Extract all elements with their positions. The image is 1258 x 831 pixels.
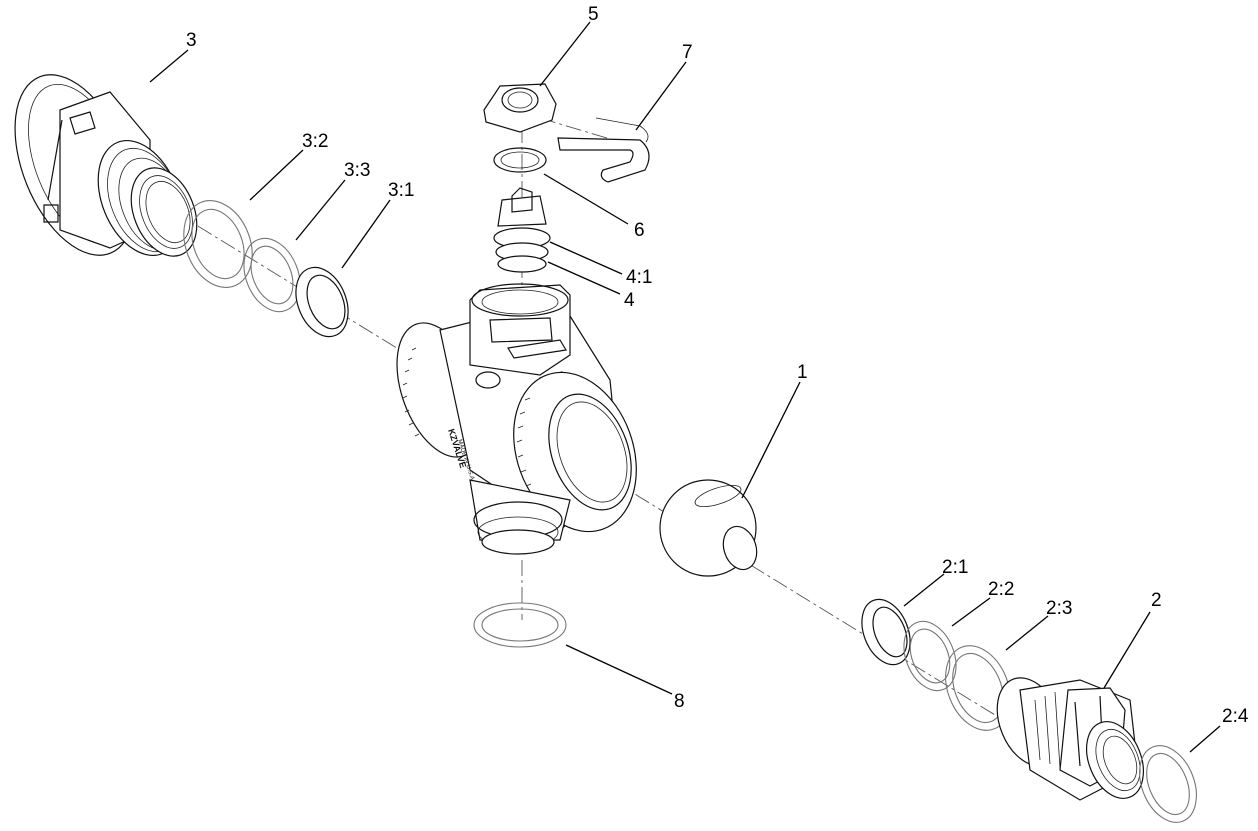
ball [659,479,758,577]
leader-4-1 [549,241,623,275]
callout-4: 4 [624,290,635,311]
part-3-2-gasket [183,200,253,288]
part-3-3-gasket [243,237,301,313]
callout-6: 6 [634,220,645,241]
part-8-oring [473,602,567,648]
leader-8 [565,644,673,695]
part-6-oring [493,147,547,173]
callout-3: 3 [186,30,197,51]
part-7-clip [557,117,650,183]
leader-3-2 [249,149,304,201]
leader-6 [543,173,629,225]
callout-1: 1 [797,362,808,383]
callout-4-1: 4:1 [626,267,652,288]
callout-2-2: 2:2 [988,579,1014,600]
part-3-1-seal [295,266,349,338]
callout-8: 8 [674,691,685,712]
part-2-adapter [996,677,1144,801]
leader-2-4 [1189,725,1221,753]
callout-3-1: 3:1 [388,180,414,201]
callout-5: 5 [588,4,599,25]
part-2-2-gasket [903,620,957,692]
callout-2-1: 2:1 [942,557,968,578]
callout-2-4: 2:4 [1222,706,1249,727]
leader-1 [741,381,801,499]
part-3-end-connector [14,74,198,257]
leader-4 [547,261,621,295]
leader-5 [539,21,591,87]
callout-7: 7 [682,42,693,63]
part-2-4-washer [1139,745,1197,823]
leader-2-1 [903,573,945,607]
part-4-stem [493,187,551,273]
part-2-1-seal [861,598,911,666]
leader-7 [635,61,687,131]
part-1-valve-body: KZVALVE MADE IN U.S.A. [396,283,637,555]
leader-2-2 [951,597,991,627]
callout-labels: 3 3:2 3:3 3:1 5 7 6 4:1 4 1 8 2:1 2:2 2:… [186,4,1249,727]
callout-2-3: 2:3 [1046,598,1072,619]
leader-2 [1103,611,1151,689]
callout-2: 2 [1151,590,1162,611]
part-2-3-gasket [945,645,1011,731]
leader-lines [149,21,1221,753]
callout-3-3: 3:3 [344,160,370,181]
part-5-retainer [483,83,557,133]
leader-2-3 [1005,615,1049,651]
leader-3-3 [295,179,346,241]
leader-3-1 [341,199,391,269]
leader-3 [149,49,189,83]
callout-3-2: 3:2 [302,131,328,152]
